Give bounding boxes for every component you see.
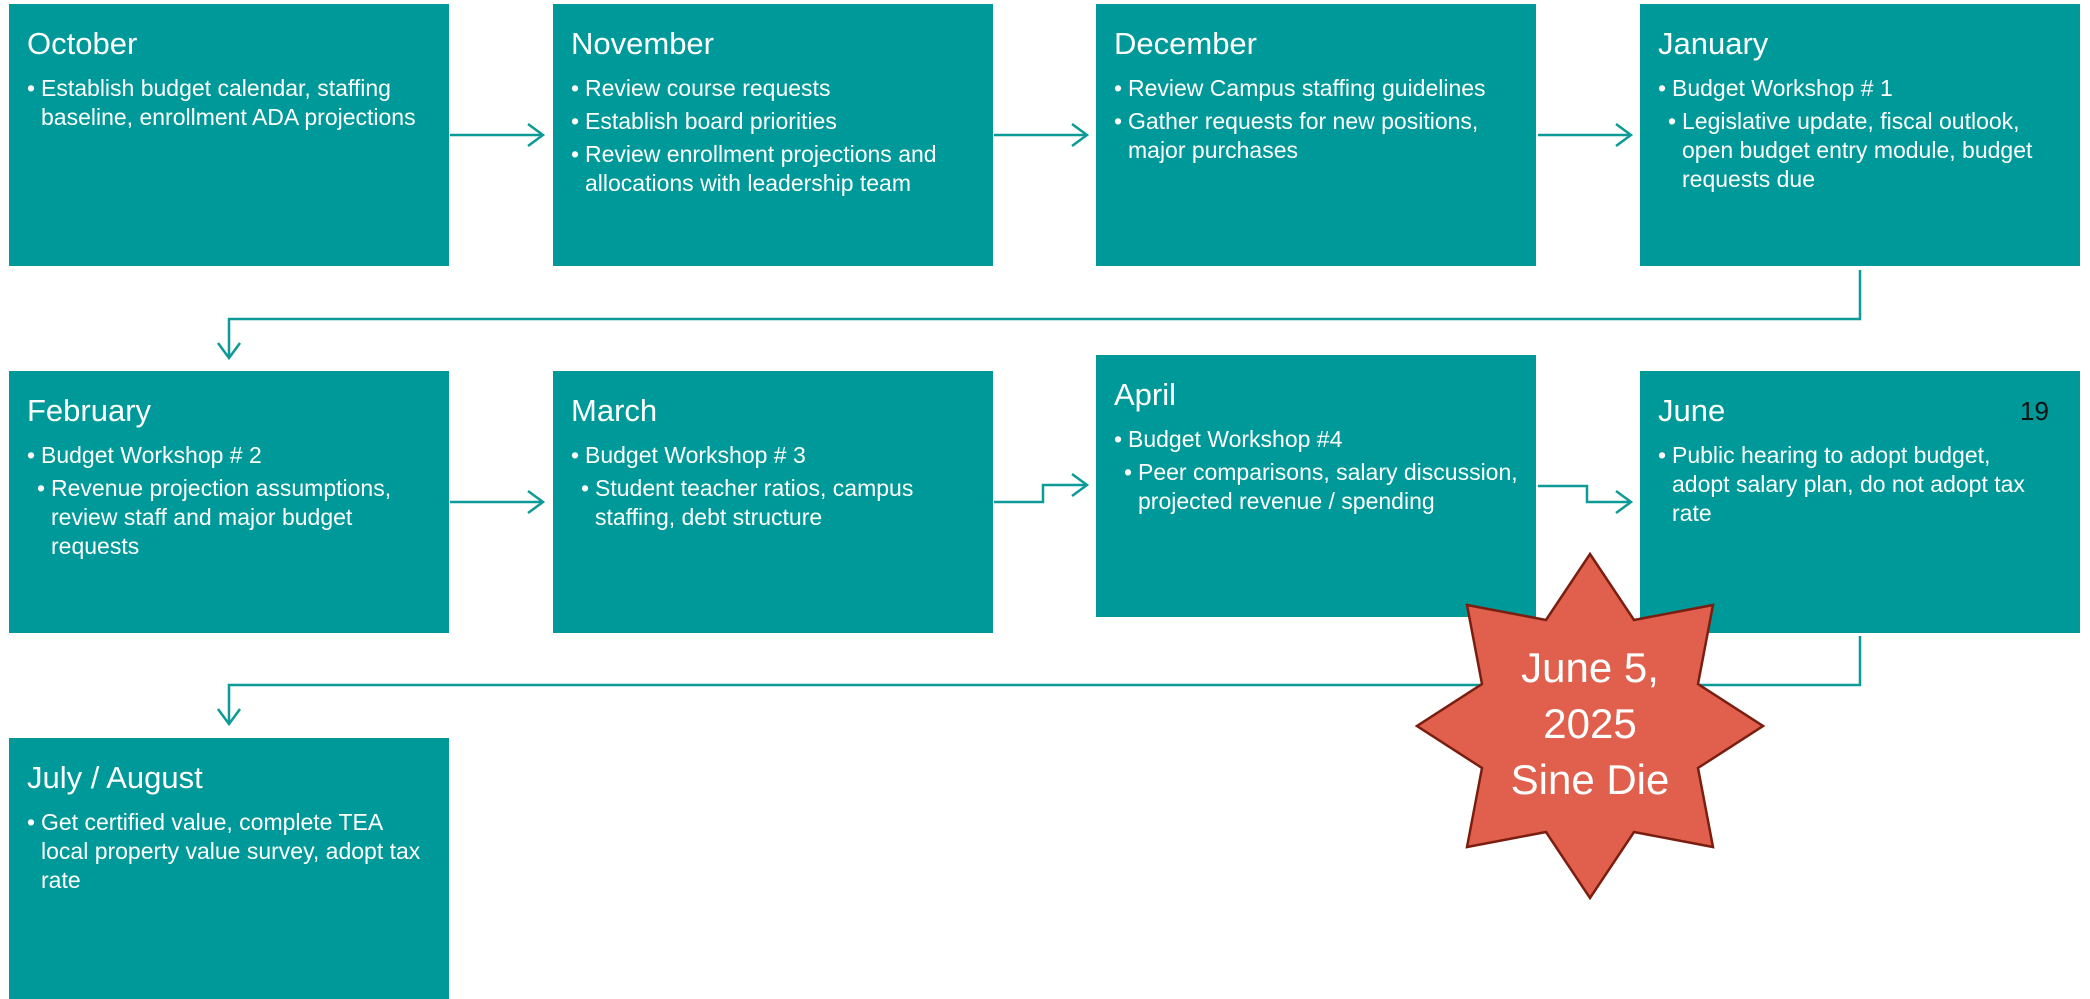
step-title: December (1114, 26, 1257, 61)
arrowhead-dec-jan (1615, 122, 1634, 148)
step-title: July / August (27, 760, 203, 795)
step-list: Budget Workshop # 3 Student teacher rati… (571, 441, 975, 532)
arrow-apr-jun (1538, 484, 1631, 504)
step-title: October (27, 26, 138, 61)
step-title: January (1658, 26, 1769, 61)
step-bullet: Budget Workshop #4 (1114, 425, 1518, 454)
step-title: March (571, 393, 658, 428)
step-list: Review Campus staffing guidelines Gather… (1114, 74, 1518, 165)
step-bullet: Budget Workshop # 1 (1658, 74, 2062, 103)
arrowhead-mar-apr (1071, 472, 1090, 498)
arrowhead-jan-feb (216, 342, 242, 361)
step-november: November Review course requests Establis… (553, 4, 993, 266)
step-list: Establish budget calendar, staffing base… (27, 74, 431, 132)
step-bullet: Establish budget calendar, staffing base… (27, 74, 431, 132)
step-bullet: Gather requests for new positions, major… (1114, 107, 1518, 165)
step-bullet: Budget Workshop # 3 (571, 441, 975, 470)
step-title: February (27, 393, 152, 428)
arrow-jun-jul (227, 636, 1862, 724)
step-december: December Review Campus staffing guidelin… (1096, 4, 1536, 266)
arrow-mar-apr (994, 483, 1087, 504)
step-bullet: Review course requests (571, 74, 975, 103)
arrowhead-nov-dec (1071, 122, 1090, 148)
step-title: April (1114, 377, 1177, 412)
step-sub-bullet: Legislative update, fiscal outlook, open… (1668, 107, 2062, 194)
badge-text: June 5, 2025 Sine Die (1415, 640, 1765, 808)
step-list: Budget Workshop # 1 Legislative update, … (1658, 74, 2062, 194)
step-bullet: Establish board priorities (571, 107, 975, 136)
step-june: June Public hearing to adopt budget, ado… (1640, 371, 2080, 633)
step-april: April Budget Workshop #4 Peer comparison… (1096, 355, 1536, 617)
step-title: November (571, 26, 714, 61)
step-bullet: Review enrollment projections and alloca… (571, 140, 975, 198)
step-list: Budget Workshop # 2 Revenue projection a… (27, 441, 431, 561)
step-bullet: Public hearing to adopt budget, adopt sa… (1658, 441, 2052, 528)
arrowhead-apr-jun (1615, 489, 1634, 515)
arrow-jan-feb (227, 270, 1862, 358)
step-february: February Budget Workshop # 2 Revenue pro… (9, 371, 449, 633)
step-list: Public hearing to adopt budget, adopt sa… (1658, 441, 2062, 528)
step-bullet: Budget Workshop # 2 (27, 441, 431, 470)
arrowhead-feb-mar (527, 489, 546, 515)
step-bullet: Review Campus staffing guidelines (1114, 74, 1518, 103)
step-bullet: Get certified value, complete TEA local … (27, 808, 431, 895)
step-march: March Budget Workshop # 3 Student teache… (553, 371, 993, 633)
step-list: Budget Workshop #4 Peer comparisons, sal… (1114, 425, 1518, 516)
badge-line-date: June 5, (1521, 644, 1659, 691)
starburst-shape (1415, 552, 1765, 900)
page-number: 19 (2020, 396, 2049, 426)
arrowhead-jun-jul (216, 708, 242, 727)
step-july-august: July / August Get certified value, compl… (9, 738, 449, 999)
step-sub-bullet: Revenue projection assumptions, review s… (37, 474, 431, 561)
step-list: Review course requests Establish board p… (571, 74, 975, 198)
step-october: October Establish budget calendar, staff… (9, 4, 449, 266)
step-list: Get certified value, complete TEA local … (27, 808, 431, 895)
step-sub-bullet: Peer comparisons, salary discussion, pro… (1124, 458, 1518, 516)
badge-line-year: 2025 (1543, 700, 1637, 747)
step-title: June (1658, 393, 1726, 428)
starburst-badge (1415, 552, 1765, 900)
step-sub-bullet: Student teacher ratios, campus staffing,… (581, 474, 975, 532)
arrowhead-oct-nov (527, 122, 546, 148)
step-january: January Budget Workshop # 1 Legislative … (1640, 4, 2080, 266)
badge-line-label: Sine Die (1510, 756, 1670, 803)
